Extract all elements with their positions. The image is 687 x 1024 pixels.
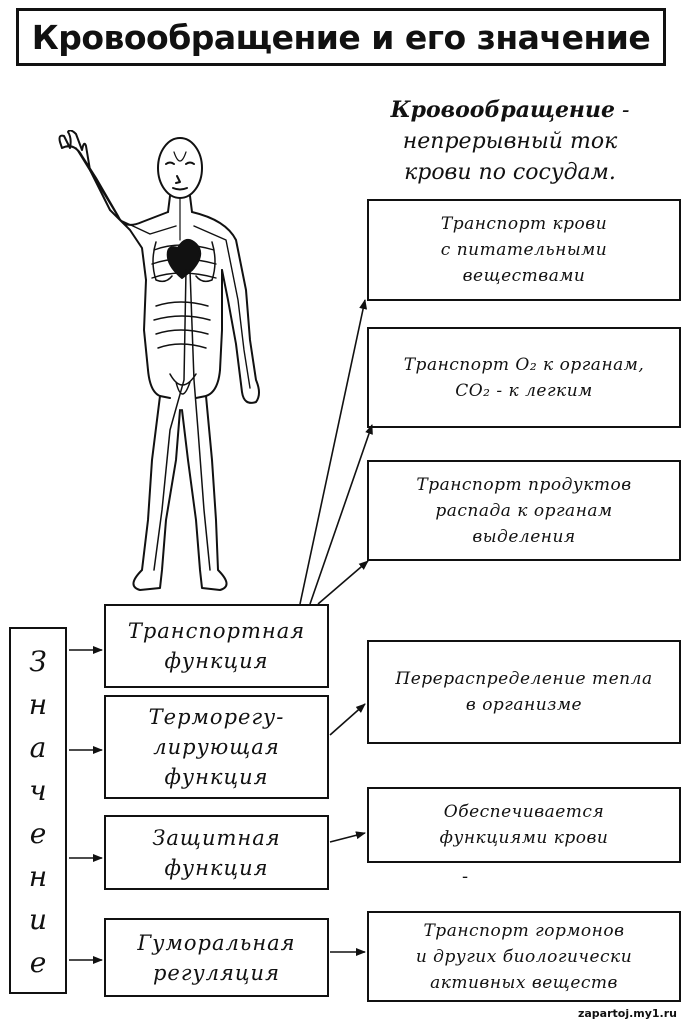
detail-line: Транспорт О₂ к органам,	[403, 354, 645, 375]
detail-line: в организме	[465, 695, 583, 715]
label-letter: е	[29, 817, 47, 850]
detail-line: активных веществ	[430, 972, 618, 993]
definition-line-3: крови по сосудам.	[404, 160, 616, 185]
function-box-thermoregulation: Терморегу- лирующая функция	[104, 695, 329, 799]
detail-line: Транспорт крови	[440, 214, 608, 234]
function-line: Защитная	[152, 825, 281, 850]
detail-box-nutrients: Транспорт крови с питательными веществам…	[367, 199, 681, 301]
detail-box-gases: Транспорт О₂ к органам, СО₂ - к легким	[367, 327, 681, 428]
arrow-transport-to-gases	[309, 424, 373, 605]
label-letter: н	[28, 860, 48, 893]
function-line: функция	[164, 855, 269, 880]
definition-dash: -	[614, 98, 630, 123]
function-box-transport: Транспортная функция	[104, 604, 329, 688]
detail-box-hormones: Транспорт гормонов и других биологически…	[367, 911, 681, 1002]
label-letter: е	[29, 946, 47, 979]
detail-line: выделения	[472, 526, 576, 547]
function-line: лирующая	[153, 735, 280, 759]
detail-line: Транспорт продуктов	[416, 474, 632, 495]
stray-dash: -	[462, 866, 469, 887]
arrow-transport-to-waste	[317, 560, 369, 605]
detail-box-waste: Транспорт продуктов распада к органам вы…	[367, 460, 681, 561]
function-line: Терморегу-	[148, 705, 285, 729]
definition-line-2: непрерывный ток	[402, 129, 618, 154]
label-letter: и	[28, 903, 48, 936]
definition-term: Кровообращение	[390, 97, 615, 123]
function-box-humoral: Гуморальная регуляция	[104, 918, 329, 997]
function-line: функция	[164, 649, 269, 673]
detail-line: Обеспечивается	[443, 802, 605, 822]
detail-line: Перераспределение тепла	[395, 669, 653, 689]
significance-vertical-label: З н а ч е н и е	[9, 627, 67, 994]
detail-box-heat: Перераспределение тепла в организме	[367, 640, 681, 744]
detail-line: веществами	[462, 266, 586, 286]
watermark: zapartoj.my1.ru	[577, 1007, 677, 1020]
arrow-transport-to-nutrients	[299, 299, 368, 605]
detail-line: и других биологически	[415, 946, 633, 967]
function-box-protective: Защитная функция	[104, 815, 329, 890]
arrow-protective-to-blood	[329, 831, 366, 843]
function-line: Транспортная	[127, 619, 306, 643]
label-letter: ч	[29, 774, 47, 807]
function-line: Гуморальная	[137, 930, 296, 955]
function-line: функция	[164, 765, 269, 789]
page-title: Кровообращение и его значение	[16, 8, 666, 66]
detail-line: Транспорт гормонов	[423, 920, 625, 941]
detail-line: с питательными	[440, 240, 608, 260]
label-letter: З	[29, 645, 47, 678]
detail-box-blood-functions: Обеспечивается функциями крови	[367, 787, 681, 863]
detail-line: распада к органам	[435, 500, 613, 521]
label-letter: н	[28, 688, 48, 721]
label-letter: а	[29, 731, 47, 764]
arrow-thermo-to-heat	[329, 703, 366, 736]
detail-line: СО₂ - к легким	[455, 380, 593, 401]
human-circulatory-illustration	[30, 129, 280, 604]
title-text: Кровообращение и его значение	[31, 17, 651, 57]
function-line: регуляция	[152, 960, 280, 985]
detail-line: функциями крови	[439, 828, 609, 848]
definition-text: Кровообращение - непрерывный ток крови п…	[360, 95, 660, 188]
